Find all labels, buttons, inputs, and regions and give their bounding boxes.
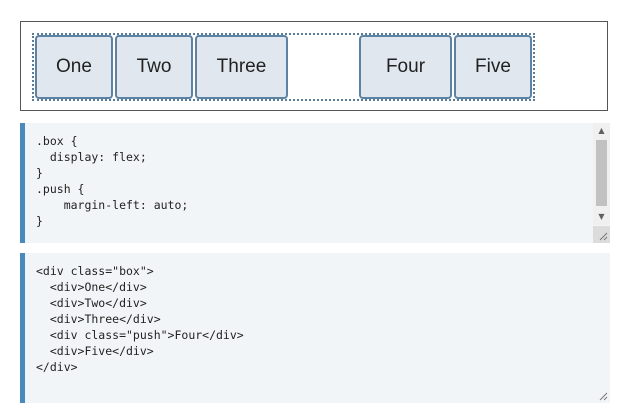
code-line: .box { — [36, 134, 78, 148]
code-line: <div>Five</div> — [36, 344, 154, 358]
code-line: display: flex; — [36, 150, 147, 164]
vertical-scrollbar[interactable]: ▲▼ — [593, 123, 610, 225]
flex-item-one: One — [35, 35, 113, 99]
flex-container-box: One Two Three Four Five — [32, 33, 535, 101]
code-line: </div> — [36, 360, 78, 374]
flex-item-two: Two — [115, 35, 193, 99]
code-line: <div class="box"> — [36, 264, 154, 278]
flex-item-three: Three — [195, 35, 288, 99]
scroll-thumb[interactable] — [596, 140, 607, 206]
code-line: <div>Two</div> — [36, 296, 147, 310]
scroll-down-icon[interactable]: ▼ — [598, 212, 605, 221]
flex-item-four-push: Four — [359, 35, 452, 99]
code-line: <div class="push">Four</div> — [36, 328, 244, 342]
code-line: <div>Three</div> — [36, 312, 161, 326]
live-preview: One Two Three Four Five — [20, 21, 608, 111]
html-code-editor[interactable]: <div class="box"> <div>One</div> <div>Tw… — [20, 253, 610, 403]
code-line: margin-left: auto; — [36, 198, 189, 212]
resize-handle-icon[interactable] — [593, 226, 610, 243]
code-line: <div>One</div> — [36, 280, 147, 294]
code-line: } — [36, 166, 43, 180]
code-line: .push { — [36, 182, 85, 196]
css-code-editor[interactable]: .box { display: flex;} .push { margin-lef… — [20, 123, 610, 243]
flex-item-five: Five — [454, 35, 532, 99]
resize-handle-icon[interactable] — [593, 386, 610, 403]
scroll-up-icon[interactable]: ▲ — [598, 126, 605, 135]
code-line: } — [36, 214, 43, 228]
